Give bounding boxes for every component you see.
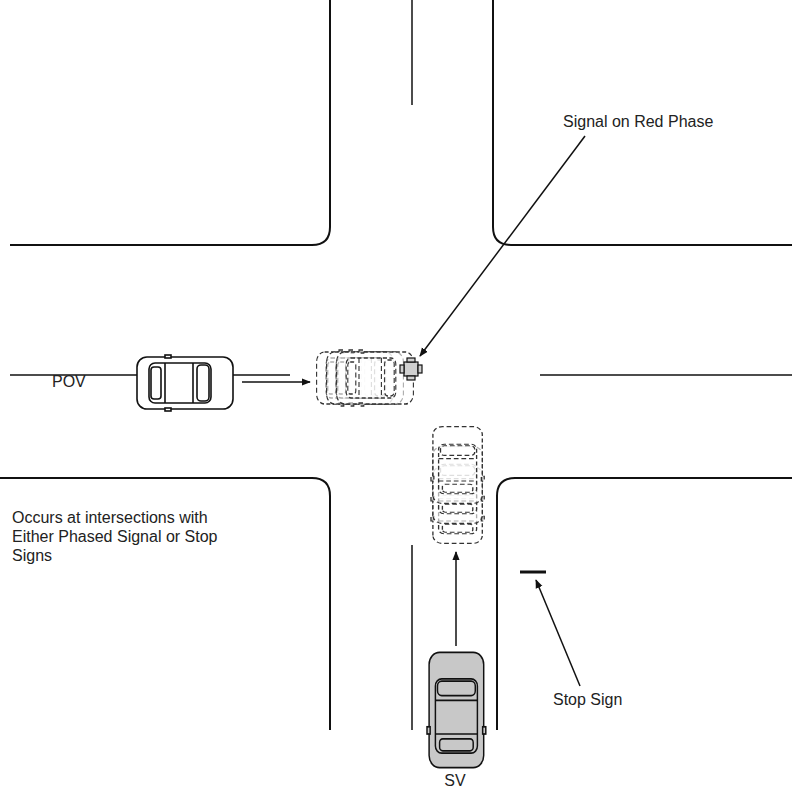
signal-label: Signal on Red Phase bbox=[563, 112, 763, 131]
sv-car bbox=[427, 652, 486, 767]
vehicle-label: SV bbox=[425, 771, 485, 790]
leader-arrows bbox=[242, 136, 585, 686]
traffic-signal bbox=[400, 358, 422, 380]
stop-sign-label: Stop Sign bbox=[553, 690, 673, 709]
note-text: Occurs at intersections with Either Phas… bbox=[12, 508, 227, 565]
vehicle-label: POV bbox=[52, 372, 112, 391]
road-edges bbox=[0, 0, 792, 730]
pov-car bbox=[137, 355, 233, 411]
pov-path-ghosts bbox=[317, 350, 414, 406]
stop-sign bbox=[520, 571, 546, 574]
sv-path-ghosts bbox=[431, 427, 484, 544]
lane-lines bbox=[10, 0, 792, 730]
